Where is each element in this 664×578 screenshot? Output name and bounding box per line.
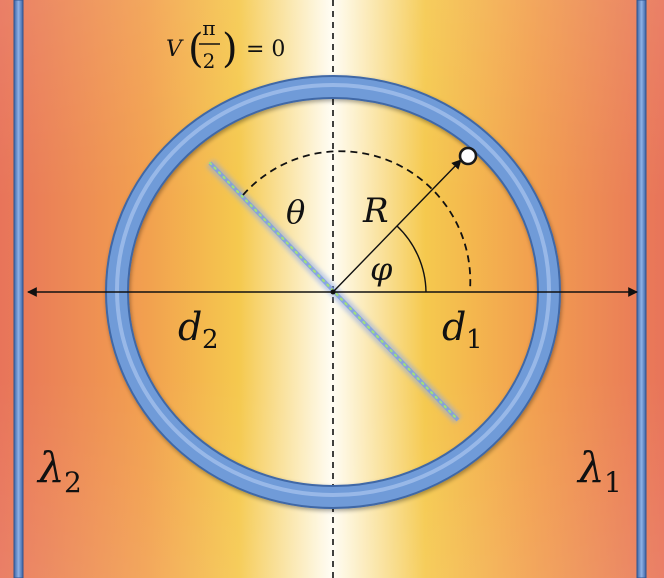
center-point	[330, 289, 336, 295]
lambda1-base: λ	[576, 443, 605, 492]
potential-label: V ( π 2 ) = 0	[166, 16, 285, 73]
lambda1-label: λ 1	[576, 443, 622, 499]
d1-base: d	[442, 305, 466, 349]
potential-left-paren: (	[188, 26, 204, 72]
lambda2-sub: 2	[64, 466, 82, 499]
phi-arc	[396, 225, 427, 293]
lambda2-label: λ 2	[36, 443, 82, 499]
potential-V: V	[166, 37, 184, 62]
theta-label: θ	[286, 193, 305, 231]
plate-left	[13, 0, 24, 578]
dashed-arc	[242, 150, 472, 291]
d1-sub: 1	[466, 325, 483, 355]
lambda1-sub: 1	[604, 466, 622, 499]
potential-equals-zero: = 0	[246, 37, 285, 62]
plate-right	[636, 0, 647, 578]
potential-right-paren: )	[222, 26, 238, 72]
phi-label: φ	[370, 250, 393, 288]
potential-pi: π	[202, 16, 215, 40]
d2-base: d	[178, 305, 202, 349]
potential-two: 2	[203, 49, 216, 73]
diameter-dots	[208, 161, 460, 422]
d1-label: d 1	[442, 305, 483, 355]
radius-label: R	[362, 191, 389, 231]
d2-sub: 2	[202, 325, 219, 355]
bead	[458, 146, 478, 166]
d2-label: d 2	[178, 305, 219, 355]
lambda2-base: λ	[36, 443, 65, 492]
